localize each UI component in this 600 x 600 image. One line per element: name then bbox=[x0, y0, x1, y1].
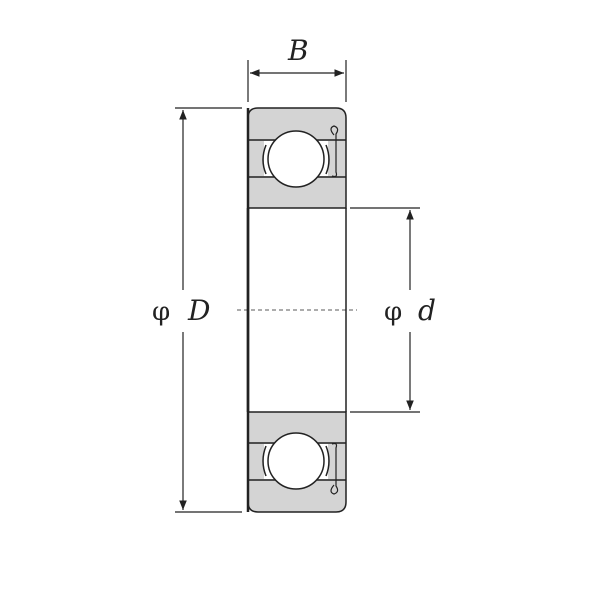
top-ball bbox=[267, 130, 325, 188]
inner-diameter-phi: φ bbox=[384, 297, 402, 327]
bottom-ball bbox=[267, 432, 325, 490]
outer-diameter-label: D bbox=[187, 294, 210, 327]
outer-diameter-phi: φ bbox=[152, 297, 170, 327]
top-seal bbox=[330, 125, 339, 178]
bottom-seal bbox=[330, 442, 339, 495]
bearing-cross-section bbox=[246, 107, 347, 513]
width-label: B bbox=[287, 34, 309, 67]
inner-diameter-label: d bbox=[418, 294, 436, 327]
